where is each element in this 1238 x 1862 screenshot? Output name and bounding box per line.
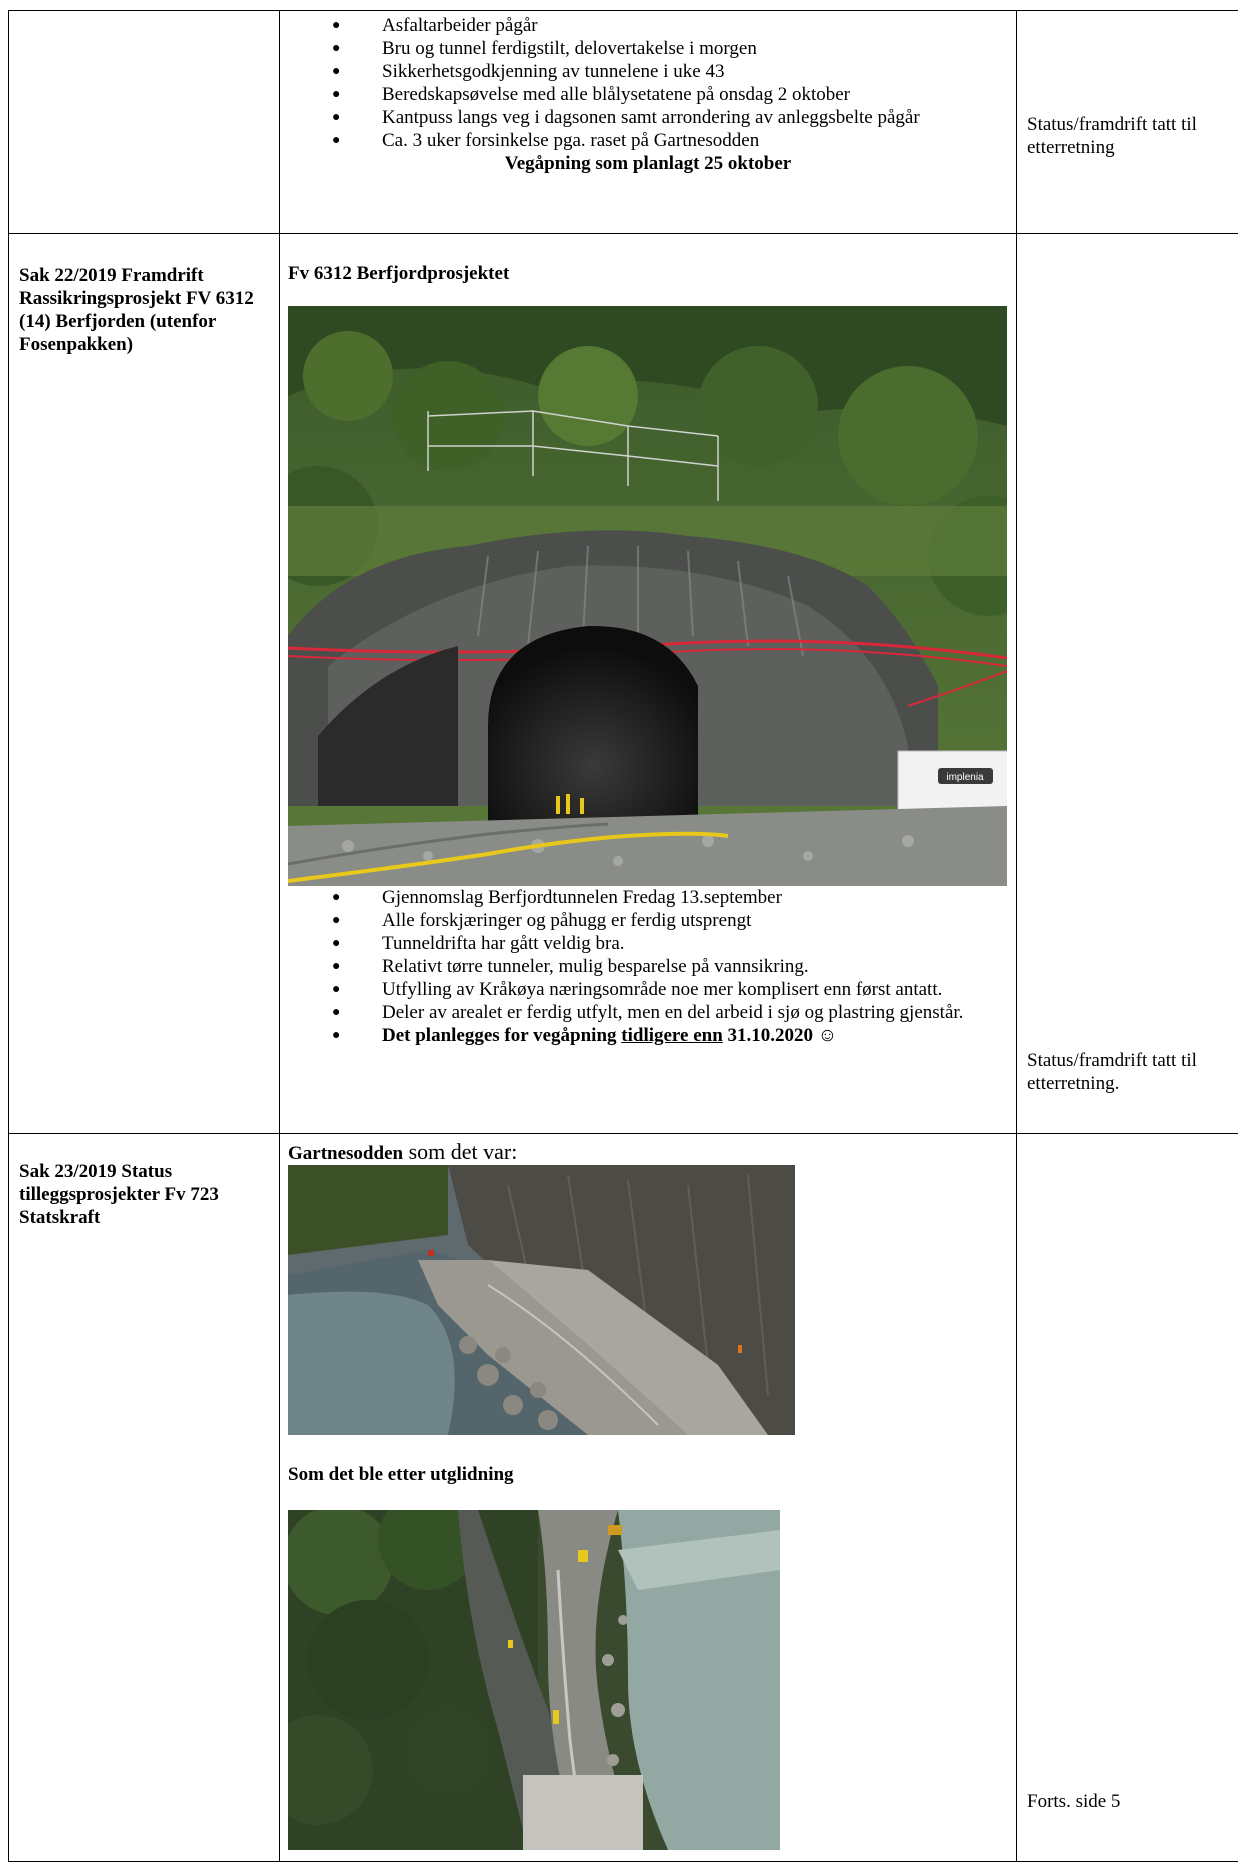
list-item: Utfylling av Kråkøya næringsområde noe m… bbox=[382, 978, 1008, 1001]
opening-highlight: Vegåpning som planlagt 25 oktober bbox=[288, 152, 1008, 175]
content-cell: Asfaltarbeider pågår Bru og tunnel ferdi… bbox=[280, 11, 1017, 234]
case-cell bbox=[9, 11, 280, 234]
sign-text: implenia bbox=[946, 772, 984, 783]
content-cell: Gartnesodden som det var: bbox=[280, 1134, 1017, 1862]
case-cell: Sak 22/2019 Framdrift Rassikringsprosjek… bbox=[9, 234, 280, 1134]
meeting-minutes-table: Asfaltarbeider pågår Bru og tunnel ferdi… bbox=[8, 10, 1238, 1862]
photo-subheading: Som det ble etter utglidning bbox=[288, 1463, 1008, 1486]
case-title bbox=[9, 11, 279, 41]
list-item: Ca. 3 uker forsinkelse pga. raset på Gar… bbox=[382, 129, 1008, 152]
status-cell: Forts. side 5 bbox=[1017, 1134, 1238, 1862]
status-text: Status/framdrift tatt til etterretning. bbox=[1017, 234, 1238, 1095]
table-row: Sak 22/2019 Framdrift Rassikringsprosjek… bbox=[9, 234, 1238, 1134]
list-item-text: 31.10.2020 ☺ bbox=[723, 1025, 837, 1046]
list-item: Deler av arealet er ferdig utfylt, men e… bbox=[382, 1001, 1008, 1024]
bullet-list: Asfaltarbeider pågår Bru og tunnel ferdi… bbox=[288, 14, 1008, 152]
table-row: Asfaltarbeider pågår Bru og tunnel ferdi… bbox=[9, 11, 1238, 234]
status-text: Status/framdrift tatt til etterretning bbox=[1017, 11, 1238, 159]
status-text: Forts. side 5 bbox=[1017, 1134, 1238, 1813]
case-title: Sak 23/2019 Status tilleggsprosjekter Fv… bbox=[9, 1134, 279, 1229]
list-item: Beredskapsøvelse med alle blålysetatene … bbox=[382, 83, 1008, 106]
case-title: Sak 22/2019 Framdrift Rassikringsprosjek… bbox=[9, 234, 279, 356]
bullet-list: Gjennomslag Berfjordtunnelen Fredag 13.s… bbox=[288, 886, 1008, 1047]
list-item: Alle forskjæringer og påhugg er ferdig u… bbox=[382, 909, 1008, 932]
list-item: Det planlegges for vegåpning tidligere e… bbox=[382, 1024, 1008, 1047]
status-cell: Status/framdrift tatt til etterretning bbox=[1017, 11, 1238, 234]
before-photo-image bbox=[288, 1165, 795, 1435]
content-cell: Fv 6312 Berfjordprosjektet bbox=[280, 234, 1017, 1134]
table-row: Sak 23/2019 Status tilleggsprosjekter Fv… bbox=[9, 1134, 1238, 1862]
list-item: Sikkerhetsgodkjenning av tunnelene i uke… bbox=[382, 60, 1008, 83]
photo-heading-bold: Gartnesodden bbox=[288, 1143, 403, 1164]
tunnel-photo-image: implenia bbox=[288, 306, 1007, 886]
after-photo-image bbox=[288, 1510, 780, 1850]
after-photo bbox=[288, 1510, 1008, 1850]
section-title: Fv 6312 Berfjordprosjektet bbox=[288, 262, 1008, 285]
photo-heading-text: som det var: bbox=[403, 1139, 517, 1164]
list-item: Bru og tunnel ferdigstilt, delovertakels… bbox=[382, 37, 1008, 60]
list-item-underlined: tidligere enn bbox=[621, 1025, 723, 1046]
status-cell: Status/framdrift tatt til etterretning. bbox=[1017, 234, 1238, 1134]
list-item: Kantpuss langs veg i dagsonen samt arron… bbox=[382, 106, 1008, 129]
list-item: Relativt tørre tunneler, mulig besparels… bbox=[382, 955, 1008, 978]
list-item: Gjennomslag Berfjordtunnelen Fredag 13.s… bbox=[382, 886, 1008, 909]
list-item: Tunneldrifta har gått veldig bra. bbox=[382, 932, 1008, 955]
tunnel-photo: implenia bbox=[288, 306, 1008, 886]
list-item: Asfaltarbeider pågår bbox=[382, 14, 1008, 37]
list-item-text: Det planlegges for vegåpning bbox=[382, 1025, 621, 1046]
before-photo bbox=[288, 1165, 1008, 1435]
photo-heading: Gartnesodden som det var: bbox=[288, 1140, 1008, 1165]
case-cell: Sak 23/2019 Status tilleggsprosjekter Fv… bbox=[9, 1134, 280, 1862]
